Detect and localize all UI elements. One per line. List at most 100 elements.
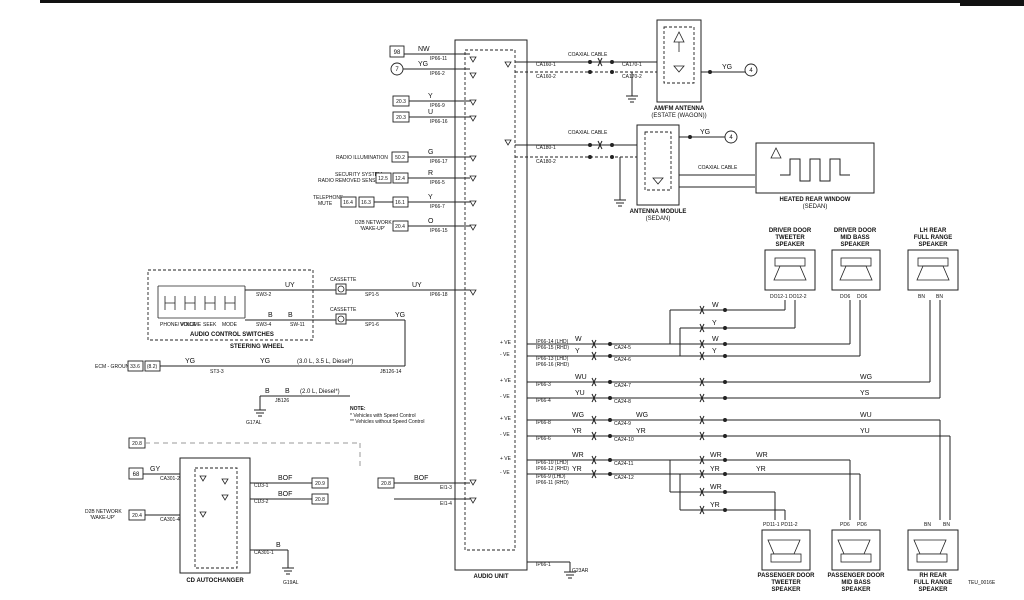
spk-pin-top-1: DO12-2 <box>789 294 807 300</box>
telephone-label-2: MUTE <box>318 201 333 207</box>
heated-rear-window: HEATED REAR WINDOW (SEDAN) <box>755 142 875 210</box>
wire-yr-a: YR <box>572 428 582 435</box>
spk-pm-2: SPEAKER <box>841 587 871 593</box>
ref-98: 98 <box>394 50 401 56</box>
wire-yg-4: YG <box>260 358 270 365</box>
heated-rear-window-sub: (SEDAN) <box>803 204 828 210</box>
wire-wg-b: WG <box>636 412 648 419</box>
wire-b-cd: B <box>276 542 281 549</box>
spk-pin-bot-0: PD11-1 <box>763 522 780 528</box>
wire-wg-r: WG <box>860 374 872 381</box>
cd-autochanger-label: CD AUTOCHANGER <box>186 578 244 584</box>
ecm-ground-label: ECM - GROUND <box>95 364 133 370</box>
wire-yr-c: YR <box>572 466 582 473</box>
wire-y-b: Y <box>712 320 717 327</box>
footer-code: TEU_0016E <box>968 580 996 586</box>
spk-dt-2: SPEAKER <box>775 242 805 248</box>
wire-r-1: R <box>428 170 433 177</box>
wire-yg-mod: YG <box>700 129 710 136</box>
ref-7: 7 <box>395 67 399 73</box>
ca-top-1: CA160-2 <box>536 74 556 80</box>
spk-pin-top-3: DO6 <box>857 294 868 300</box>
header-rule <box>40 0 1024 6</box>
wire-y-2: Y <box>428 194 433 201</box>
ip-b-3: IP66-16 (RHD) <box>536 362 569 368</box>
sw-pin-3: SP1-5 <box>365 292 379 298</box>
ref-4-b: 4 <box>729 135 733 141</box>
wire-y-1: Y <box>428 93 433 100</box>
wire-b-2: B <box>288 312 293 319</box>
ca-mid-2: CA24-7 <box>614 383 631 389</box>
pin-ip-a-2: IP66-9 <box>430 103 445 109</box>
ref-16-1: 16.1 <box>395 200 405 206</box>
wire-yr-f: YR <box>756 466 766 473</box>
polarity-6: + VE <box>500 456 512 462</box>
wire-y-c: Y <box>712 348 717 355</box>
spk-pin-bot-1: PD11-2 <box>781 522 798 528</box>
antenna-module-label: ANTENNA MODULE <box>630 209 687 215</box>
ca-top-2: CA170-1 <box>622 62 642 68</box>
switch-seek: SEEK <box>203 322 217 328</box>
polarity-1: - VE <box>500 352 510 358</box>
spk-dt-0: DRIVER DOOR <box>769 228 812 234</box>
ip-b-4: IP66-3 <box>536 382 551 388</box>
spk-pin-top-5: BN <box>936 294 943 300</box>
spk-pt-1: TWEETER <box>771 580 801 586</box>
speaker-outputs: + VE - VE + VE - VE + VE - VE + VE - VE … <box>500 300 951 579</box>
ref-20-3-a: 20.3 <box>396 99 406 105</box>
wire-b-3: B <box>265 388 270 395</box>
speaker-driver-tweeter: DRIVER DOOR TWEETER SPEAKER DO12-1 DO12-… <box>764 228 816 300</box>
pin-ip-a-4: IP66-17 <box>430 159 448 165</box>
wire-wg-a: WG <box>572 412 584 419</box>
wire-y-a: Y <box>575 348 580 355</box>
cassette-label-2: CASSETTE <box>330 307 357 313</box>
wire-b-4: B <box>285 388 290 395</box>
spk-lh-0: LH REAR <box>920 228 947 234</box>
spk-rh-0: RH REAR <box>919 573 947 579</box>
cd-pin-3: CD3-2 <box>254 499 269 505</box>
security-label-2: RADIO REMOVED SENSING <box>318 178 385 184</box>
sw-pin-4: SP1-6 <box>365 322 379 328</box>
spk-rh-1: FULL RANGE <box>914 580 953 586</box>
sw-pin-1: SW3-4 <box>256 322 272 328</box>
ecm-ground: ECM - GROUND 33.6 (8.2) YG YG (3.0 L, 3.… <box>95 358 405 426</box>
cd-d2b-label-2: 'WAKE-UP' <box>90 515 115 521</box>
polarity-4: + VE <box>500 416 512 422</box>
coax-label-3: COAXIAL CABLE <box>698 165 738 171</box>
spk-rh-2: SPEAKER <box>918 587 948 593</box>
ground-label-2: G19AL <box>283 580 299 586</box>
spk-dm-1: MID BASS <box>840 235 869 241</box>
wire-bof-3: BOF <box>414 475 428 482</box>
spk-pin-bot-2: PD6 <box>840 522 850 528</box>
wire-bof-2: BOF <box>278 491 292 498</box>
wire-yg-ant: YG <box>722 64 732 71</box>
wire-u-1: U <box>428 109 433 116</box>
ca-top-0: CA160-1 <box>536 62 556 68</box>
switch-phone-voice: PHONE/ VOICE <box>160 322 197 328</box>
wire-yr-d: YR <box>710 466 720 473</box>
wire-w-c: W <box>712 336 719 343</box>
telephone-label-1: TELEPHONE <box>313 195 344 201</box>
d2b-label-1: D2B NETWORK <box>355 220 392 226</box>
wire-ys-r: YS <box>860 390 870 397</box>
spk-pt-0: PASSENGER DOOR <box>758 573 816 579</box>
wire-yg-1: YG <box>418 61 428 68</box>
wire-wr-d: WR <box>756 452 768 459</box>
wire-o-1: O <box>428 218 434 225</box>
polarity-5: - VE <box>500 432 510 438</box>
wire-wr-a: WR <box>572 452 584 459</box>
sw-pin-2: SW-11 <box>290 322 305 328</box>
switch-volume: VOLUME <box>180 322 202 328</box>
am-fm-antenna-label: AM/FM ANTENNA <box>654 106 705 112</box>
left-signals: 98 NW 7 YG 20.3 Y 20.3 U RADIO ILLUMINAT… <box>313 45 470 298</box>
ip-b-7: IP66-6 <box>536 436 551 442</box>
spk-pin-top-4: BN <box>918 294 925 300</box>
cd-pin-6: EI1-4 <box>440 501 452 507</box>
wire-b-1: B <box>268 312 273 319</box>
audio-unit: AUDIO UNIT <box>454 39 528 580</box>
wire-wu-r: WU <box>860 412 872 419</box>
ip-b-6: IP66-8 <box>536 420 551 426</box>
ca-mid-5: CA24-10 <box>614 437 634 443</box>
cassette-label-1: CASSETTE <box>330 277 357 283</box>
speaker-pass-mid: PD6 PD6 PASSENGER DOOR MID BASS SPEAKER <box>828 522 886 593</box>
